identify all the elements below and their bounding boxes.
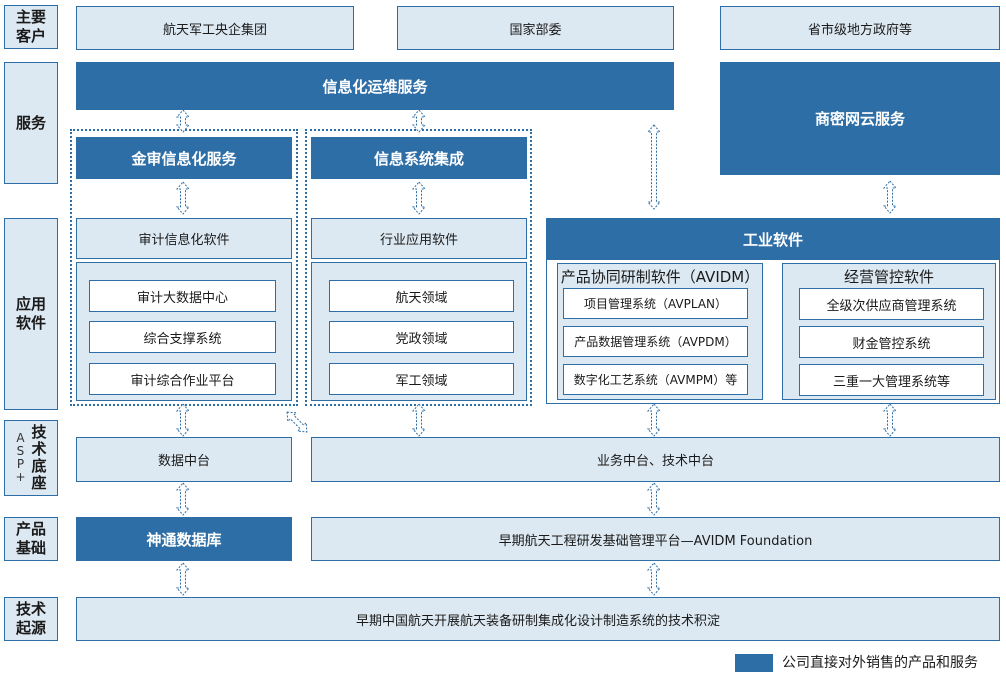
tech-base-char2: 术: [31, 440, 47, 458]
asp-a: A: [16, 431, 25, 445]
row-label-apps-line2: 软件: [15, 314, 46, 332]
avidm-item-text: 产品数据管理系统（AVPDM）: [574, 335, 737, 349]
audit-item-text: 审计综合作业平台: [130, 373, 235, 389]
avidm-item: 数字化工艺系统（AVMPM）等: [563, 364, 748, 395]
cloud-service-text: 商密网云服务: [814, 110, 905, 128]
row-label-customers-line1: 主要: [15, 8, 46, 26]
audit-item-text: 综合支撑系统: [143, 331, 222, 347]
audit-software: 审计信息化软件: [76, 218, 292, 259]
tech-origin: 早期中国航天开展航天装备研制集成化设计制造系统的技术积淀: [76, 597, 1000, 641]
customer-local-gov-text: 省市级地方政府等: [807, 22, 912, 38]
row-label-origin: 技术 起源: [4, 597, 58, 641]
it-ops-service-text: 信息化运维服务: [322, 77, 428, 96]
diagonal-arrow-icon: [286, 411, 308, 433]
integration-service: 信息系统集成: [311, 137, 527, 179]
customer-local-gov: 省市级地方政府等: [720, 6, 1000, 50]
avidm-foundation: 早期航天工程研发基础管理平台—AVIDM Foundation: [311, 517, 1000, 561]
avidm-foundation-text: 早期航天工程研发基础管理平台—AVIDM Foundation: [498, 533, 813, 549]
avidm-item-text: 项目管理系统（AVPLAN）: [583, 297, 728, 311]
audit-item-text: 审计大数据中心: [136, 290, 228, 306]
control-item: 全级次供应商管理系统: [799, 288, 984, 320]
arrow-icon: [176, 562, 190, 596]
jinshen-service: 金审信息化服务: [76, 137, 292, 179]
avidm-title-text: 产品协同研制软件（AVIDM）: [560, 267, 760, 286]
customer-aerospace-text: 航天军工央企集团: [162, 22, 267, 38]
cloud-service: 商密网云服务: [720, 62, 1000, 175]
row-label-customers: 主要 客户: [4, 5, 58, 49]
business-tech-platform: 业务中台、技术中台: [311, 437, 1000, 482]
arrow-icon: [883, 180, 897, 214]
control-item-text: 财金管控系统: [852, 336, 931, 352]
industry-item: 党政领域: [329, 321, 514, 353]
row-label-product-line1: 产品: [15, 520, 46, 538]
customer-ministries-text: 国家部委: [509, 22, 562, 38]
avidm-item: 产品数据管理系统（AVPDM）: [563, 326, 748, 357]
customer-aerospace: 航天军工央企集团: [76, 6, 354, 50]
industrial-software-text: 工业软件: [742, 230, 803, 249]
arrow-icon: [412, 403, 426, 437]
tech-base-char3: 底: [31, 457, 47, 475]
asp-s: S: [16, 444, 25, 458]
audit-item: 审计综合作业平台: [89, 363, 276, 395]
legend-label: 公司直接对外销售的产品和服务: [782, 655, 978, 671]
data-platform-text: 数据中台: [157, 454, 210, 469]
arrow-icon: [176, 403, 190, 437]
shentong-database-text: 神通数据库: [146, 530, 222, 549]
business-tech-platform-text: 业务中台、技术中台: [596, 454, 714, 469]
row-label-services-text: 服务: [15, 113, 46, 132]
customer-ministries: 国家部委: [397, 6, 674, 50]
avidm-title: 产品协同研制软件（AVIDM）: [557, 265, 763, 287]
row-label-tech-base-asp: A S P +: [15, 432, 25, 484]
industry-item: 航天领域: [329, 280, 514, 312]
avidm-item-text: 数字化工艺系统（AVMPM）等: [573, 373, 738, 387]
row-label-product: 产品 基础: [4, 517, 58, 561]
legend-swatch: [735, 654, 773, 672]
row-label-origin-line2: 起源: [15, 619, 46, 637]
arrow-icon: [176, 482, 190, 516]
row-label-apps-line1: 应用: [15, 295, 46, 313]
industrial-software: 工业软件: [546, 218, 1000, 260]
industry-item-text: 军工领域: [395, 373, 448, 389]
industry-item-text: 航天领域: [395, 290, 448, 306]
row-label-customers-line2: 客户: [15, 27, 46, 45]
arrow-icon: [647, 562, 661, 596]
arrow-icon: [647, 482, 661, 516]
tech-base-char4: 座: [31, 474, 47, 492]
control-title-text: 经营管控软件: [843, 267, 934, 286]
tech-base-char1: 技: [31, 423, 47, 441]
row-label-origin-line1: 技术: [15, 600, 46, 618]
industry-item: 军工领域: [329, 363, 514, 395]
shentong-database: 神通数据库: [76, 517, 292, 561]
control-item-text: 三重一大管理系统等: [832, 374, 950, 390]
asp-p: P: [16, 457, 25, 471]
integration-service-text: 信息系统集成: [373, 149, 464, 168]
asp-plus: +: [15, 470, 26, 484]
tech-origin-text: 早期中国航天开展航天装备研制集成化设计制造系统的技术积淀: [355, 613, 720, 629]
industry-software: 行业应用软件: [311, 218, 527, 259]
it-ops-service: 信息化运维服务: [76, 62, 674, 110]
jinshen-service-text: 金审信息化服务: [131, 149, 237, 168]
control-item: 财金管控系统: [799, 326, 984, 358]
row-label-tech-base: A S P + 技 术 底 座: [4, 420, 58, 496]
arrow-icon: [647, 403, 661, 437]
row-label-tech-base-text: 技 术 底 座: [32, 424, 47, 492]
row-label-product-line2: 基础: [15, 539, 46, 557]
industry-item-text: 党政领域: [395, 331, 448, 347]
arrow-icon: [883, 403, 897, 437]
data-platform: 数据中台: [76, 437, 292, 482]
industry-software-text: 行业应用软件: [379, 233, 458, 248]
control-item: 三重一大管理系统等: [799, 364, 984, 396]
row-label-services: 服务: [4, 62, 58, 184]
audit-software-text: 审计信息化软件: [138, 233, 230, 248]
row-label-apps: 应用 软件: [4, 218, 58, 410]
audit-item: 审计大数据中心: [89, 280, 276, 312]
control-title: 经营管控软件: [782, 265, 996, 287]
control-item-text: 全级次供应商管理系统: [826, 298, 957, 314]
avidm-item: 项目管理系统（AVPLAN）: [563, 288, 748, 319]
arrow-icon: [647, 124, 661, 210]
audit-item: 综合支撑系统: [89, 321, 276, 353]
